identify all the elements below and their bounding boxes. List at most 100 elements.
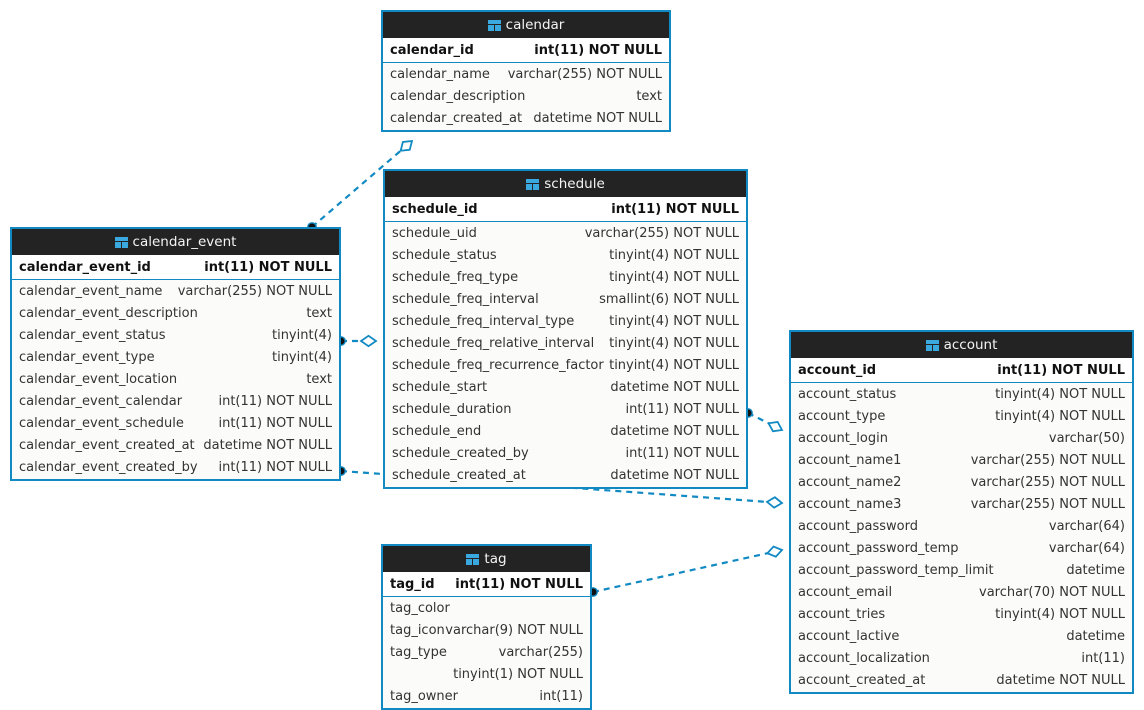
field-type: tinyint(4) NOT NULL — [609, 336, 739, 351]
field-type: int(11) — [1081, 651, 1125, 666]
field-name: account_password_temp_limit — [798, 563, 994, 578]
field-name: schedule_uid — [392, 226, 477, 241]
table-icon — [466, 554, 480, 565]
field-type: tinyint(1) NOT NULL — [453, 667, 583, 682]
field-row[interactable]: tag_icon varchar(255) — [383, 620, 590, 660]
field-type: tinyint(4) NOT NULL — [609, 314, 739, 329]
field-name: calendar_created_at — [390, 111, 523, 126]
field-type: varchar(255) NOT NULL — [970, 475, 1125, 490]
table-icon — [487, 20, 501, 31]
field-type: varchar(255) NOT NULL — [970, 497, 1125, 512]
field-name: account_id — [798, 363, 877, 378]
relationship-line — [311, 145, 408, 228]
field-row[interactable]: account_password_temp varchar(64) — [791, 538, 1132, 560]
field-row[interactable]: account_name3 varchar(255) NOT NULL — [791, 494, 1132, 516]
field-name: account_name1 — [798, 453, 902, 468]
rel-schedule-to-account[interactable] — [743, 408, 784, 433]
rel-calendar-event-to-schedule[interactable] — [336, 334, 378, 348]
entity-name: calendar — [505, 17, 565, 33]
table-icon — [114, 237, 128, 248]
field-type: tinyint(4) NOT NULL — [609, 270, 739, 285]
rel-tag-to-account[interactable] — [588, 545, 784, 597]
field-name: tag_icon — [390, 623, 445, 638]
field-name: account_email — [798, 585, 893, 600]
field-name: account_tries — [798, 607, 886, 622]
table-icon — [526, 179, 540, 190]
field-name: account_name3 — [798, 497, 902, 512]
field-name: calendar_description — [390, 89, 526, 104]
field-name: schedule_created_at — [392, 468, 526, 483]
field-name: schedule_id — [392, 202, 478, 217]
field-type: int(11) NOT NULL — [218, 416, 332, 431]
field-type: text — [306, 372, 332, 387]
field-type: varchar(255) NOT NULL — [507, 67, 662, 82]
entity-header-account: account — [791, 332, 1132, 358]
field-name: account_created_at — [798, 673, 926, 688]
field-name: account_password_temp — [798, 541, 959, 556]
entity-name: calendar_event — [132, 234, 237, 250]
field-type: datetime NOT NULL — [610, 380, 739, 395]
field-name: calendar_event_calendar — [19, 394, 183, 409]
field-type: varchar(255) NOT NULL — [177, 284, 332, 299]
entity-header-calendar: calendar — [383, 12, 669, 38]
field-type: varchar(255) NOT NULL — [970, 453, 1125, 468]
field-type: varchar(255) — [498, 645, 583, 660]
field-row[interactable]: account_name1 varchar(255) NOT NULL — [791, 450, 1132, 472]
entity-header-calendar_event: calendar_event — [12, 229, 339, 255]
cardinality-diamond — [767, 421, 784, 433]
field-type: varchar(64) — [1048, 541, 1125, 556]
field-type: int(11) NOT NULL — [218, 460, 332, 475]
field-name: schedule_duration — [392, 402, 512, 417]
cardinality-diamond — [359, 334, 378, 348]
